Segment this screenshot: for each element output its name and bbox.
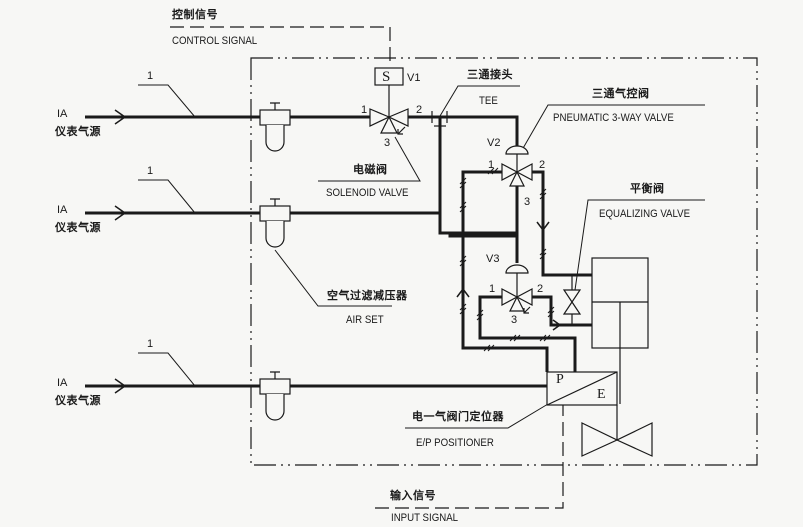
pneumatic-3way-valve-v2 (501, 145, 533, 187)
v1-port-1: 1 (361, 104, 368, 116)
air-set-label-en: AIR SET (346, 314, 384, 326)
tee-label-cn: 三通接头 (467, 69, 513, 81)
input-signal-label-cn: 输入信号 (390, 490, 436, 502)
v3-port-1: 1 (489, 283, 496, 295)
v1-port-3: 3 (384, 137, 391, 149)
flow-arrow (114, 205, 127, 221)
ep-positioner (546, 371, 618, 406)
control-valve-body (581, 405, 653, 457)
source-tag: IA (57, 108, 68, 120)
positioner-p: P (556, 372, 564, 387)
v3-port-2: 2 (537, 283, 544, 295)
input-signal-line (375, 405, 564, 509)
v2-port-2: 2 (539, 159, 546, 171)
v1-id: V1 (407, 72, 421, 84)
flow-arrow (456, 287, 470, 298)
v2-id: V2 (487, 137, 501, 149)
air-set-filter-3 (259, 371, 291, 421)
source-tag: IA (57, 204, 68, 216)
v3-port-3: 3 (511, 314, 518, 326)
flow-arrow (536, 221, 550, 232)
equalizing-label-cn: 平衡阀 (630, 183, 665, 195)
v3-id: V3 (486, 253, 500, 265)
solenoid-label-cn: 电磁阀 (353, 164, 388, 176)
positioner-e: E (597, 387, 606, 402)
flow-arrow (552, 319, 562, 331)
solenoid-label-en: SOLENOID VALVE (326, 187, 409, 199)
input-signal-label-en: INPUT SIGNAL (391, 512, 459, 524)
equalizing-label-en: EQUALIZING VALVE (599, 208, 691, 220)
positioner-label-cn: 电一气阀门定位器 (412, 411, 504, 423)
air-set-filter-1 (259, 102, 291, 152)
source-label: 仪表气源 (55, 395, 101, 407)
control-signal-label-en: CONTROL SIGNAL (172, 35, 258, 47)
solenoid-valve-v1 (369, 67, 409, 135)
line-number: 1 (147, 165, 154, 177)
positioner-label-en: E/P POSITIONER (416, 437, 494, 449)
solenoid-symbol: S (382, 69, 391, 85)
pneumatic-3way-valve-v3 (501, 264, 533, 314)
flow-arrow (114, 109, 127, 125)
pneumatic-valve-label-cn: 三通气控阀 (592, 88, 650, 100)
source-label: 仪表气源 (55, 126, 101, 138)
line-number: 1 (147, 70, 154, 82)
actuator (591, 257, 649, 404)
source-label: 仪表气源 (55, 222, 101, 234)
control-signal-line (170, 26, 391, 63)
v2-port-3: 3 (524, 196, 531, 208)
v1-port-2: 2 (416, 104, 423, 116)
line-number: 1 (147, 338, 154, 350)
flow-arrow (114, 378, 127, 394)
enclosure-boundary (250, 57, 758, 466)
air-set-label-cn: 空气过滤减压器 (327, 290, 408, 302)
source-tag: IA (57, 377, 68, 389)
supply-line-1 (85, 115, 519, 150)
v2-port-1: 1 (488, 159, 495, 171)
pneumatic-valve-label-en: PNEUMATIC 3-WAY VALVE (553, 112, 674, 124)
tee-label-en: TEE (479, 95, 498, 107)
air-set-filter-2 (259, 198, 291, 248)
equalizing-valve (562, 275, 582, 325)
control-signal-label-cn: 控制信号 (172, 9, 218, 21)
